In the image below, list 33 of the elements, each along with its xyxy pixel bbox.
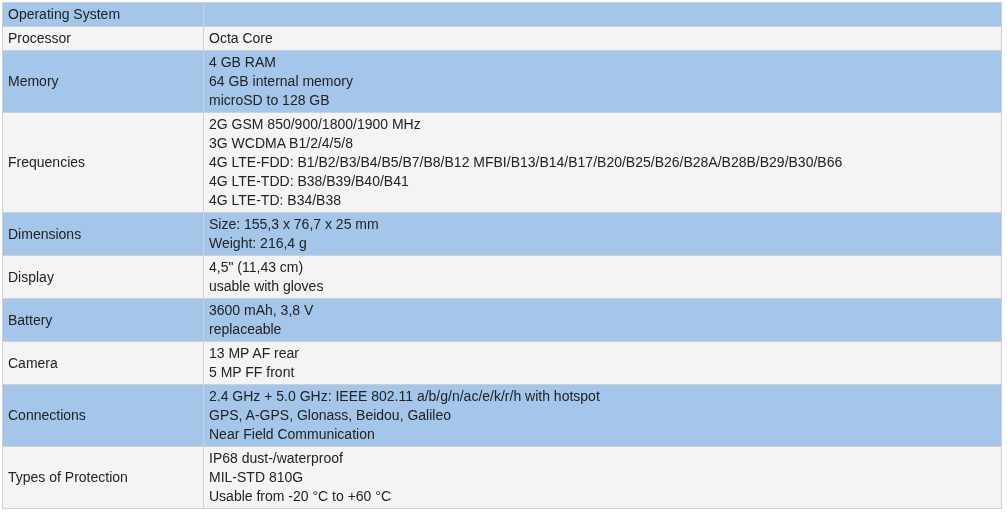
row-header-cell: Connections (2, 384, 204, 447)
spec-text: 2.4 GHz + 5.0 GHz: IEEE 802.11 a/b/g/n/ac/e/k/r/h with hotspot (209, 387, 600, 406)
spec-text: 3600 mAh, 3,8 V (209, 301, 314, 320)
spec-text: 4G LTE-FDD: B1/B2/B3/B4/B5/B7/B8/B12 MFBI/B13/B14/B17/B20/B25/B26/B28A/B28B/B29/B30/B66 (209, 153, 843, 172)
row-header-cell: Types of Protection (2, 446, 204, 509)
spec-text: 4G LTE-TDD: B38/B39/B40/B41 (209, 172, 409, 191)
spec-text: Usable from -20 °C to +60 °C (209, 487, 391, 506)
spec-text: MIL-STD 810G (209, 468, 304, 487)
spec-text: Octa Core (209, 29, 273, 48)
spec-text: Weight: 216,4 g (209, 234, 307, 253)
spec-text: IP68 dust-/waterproof (209, 449, 343, 468)
row-header-cell: Camera (2, 341, 204, 385)
spec-text: Near Field Communication (209, 425, 375, 444)
spec-text: usable with gloves (209, 277, 324, 296)
spec-text: 5 MP FF front (209, 363, 295, 382)
spec-text: GPS, A-GPS, Glonass, Beidou, Galileo (209, 406, 451, 425)
spec-text: replaceable (209, 320, 282, 339)
spec-text: 64 GB internal memory (209, 72, 353, 91)
spec-text: 4G LTE-TD: B34/B38 (209, 191, 341, 210)
spec-text: 3G WCDMA B1/2/4/5/8 (209, 134, 353, 153)
row-header-cell: Processor (2, 26, 204, 51)
row-header-cell: Battery (2, 298, 204, 342)
row-header-cell: Dimensions (2, 212, 204, 256)
spec-text: Size: 155,3 x 76,7 x 25 mm (209, 215, 379, 234)
row-header-cell: Operating System (2, 2, 204, 27)
row-header-cell: Frequencies (2, 112, 204, 213)
spec-text: microSD to 128 GB (209, 91, 330, 110)
row-header-cell: Display (2, 255, 204, 299)
spec-text: 2G GSM 850/900/1800/1900 MHz (209, 115, 421, 134)
spec-text: 4 GB RAM (209, 53, 276, 72)
spec-text: 13 MP AF rear (209, 344, 299, 363)
spec-text: 4,5" (11,43 cm) (209, 258, 304, 277)
row-header-cell: Memory (2, 50, 204, 113)
